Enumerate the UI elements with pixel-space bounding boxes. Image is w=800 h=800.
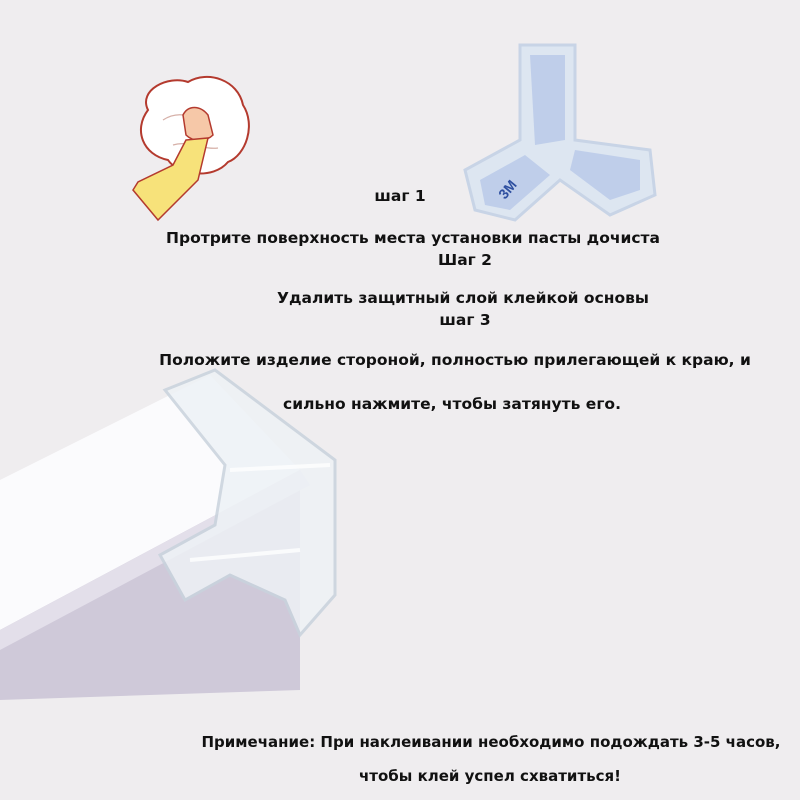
installed-corner-guard-illustration (0, 368, 337, 700)
step-3-label: шаг 3 (439, 311, 491, 329)
step-2-label: Шаг 2 (438, 251, 492, 269)
corner-guard-tape-illustration: 3M (463, 43, 657, 222)
note-line1: Примечание: При наклеивании необходимо п… (201, 733, 781, 751)
step-2-text: Удалить защитный слой клейкой основы (277, 289, 649, 307)
step-1-text: Протрите поверхность места установки пас… (166, 229, 660, 247)
wiping-hand-illustration (132, 76, 250, 222)
note-line2: чтобы клей успел схватиться! (359, 767, 621, 785)
step-3-text-line2: сильно нажмите, чтобы затянуть его. (283, 395, 621, 413)
step-3-text-line1: Положите изделие стороной, полностью при… (159, 351, 751, 369)
step-1-label: шаг 1 (374, 187, 426, 205)
